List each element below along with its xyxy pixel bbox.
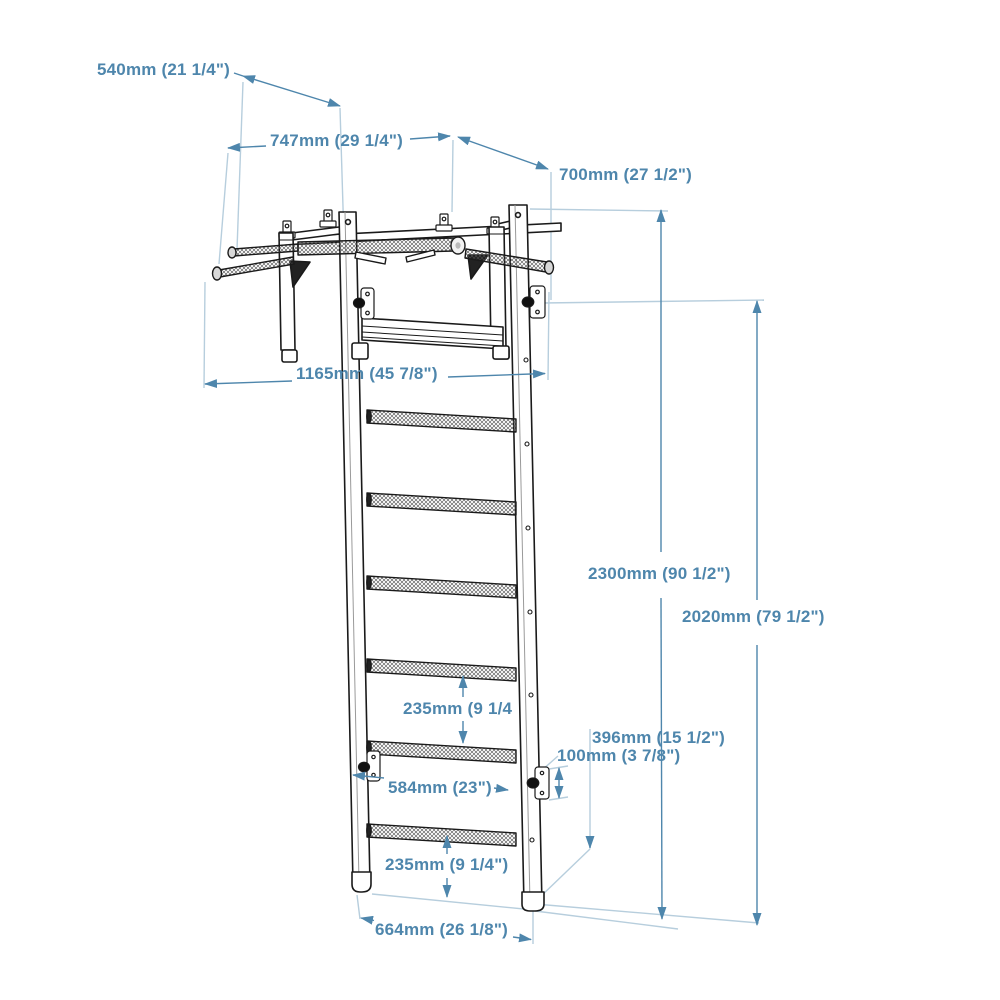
dim-label-664mm: 664mm (26 1/8") xyxy=(375,920,508,939)
floor-extension-line-2 xyxy=(534,910,679,930)
extension-lines xyxy=(203,81,765,944)
unit-crossbar xyxy=(351,317,510,360)
dim-label-747mm: 747mm (29 1/4") xyxy=(270,131,403,150)
rung xyxy=(366,658,517,682)
front-post-left-foot xyxy=(281,349,298,363)
dim-label-1165mm: 1165mm (45 7/8") xyxy=(296,364,438,383)
dim-540-line xyxy=(242,75,341,107)
dim-label-2300mm: 2300mm (90 1/2") xyxy=(588,564,731,583)
handle-cap xyxy=(543,260,555,275)
dim-540-leader xyxy=(233,72,244,77)
left-foot xyxy=(351,871,372,893)
ext-540-left xyxy=(236,81,244,251)
pull-up-bar xyxy=(211,236,555,281)
rungs xyxy=(366,409,517,847)
wall-bracket-lower-left xyxy=(357,750,381,782)
dim-584-right xyxy=(493,783,509,793)
dim-584-left xyxy=(352,771,385,781)
dim-664-right xyxy=(512,933,532,943)
handle-cap xyxy=(227,246,237,259)
rung xyxy=(366,492,517,516)
wall-bracket-lower-right xyxy=(526,766,550,800)
dim-label-584mm: 584mm (23") xyxy=(388,778,492,797)
rung xyxy=(366,823,517,847)
dim-700-line xyxy=(457,136,549,170)
floor-extension-line xyxy=(534,903,760,924)
ext-747-left xyxy=(218,152,229,265)
dim-label-100mm: 100mm (3 7/8") xyxy=(557,746,681,765)
center-grip-left xyxy=(354,251,387,265)
handle-cap xyxy=(211,266,223,281)
rung xyxy=(366,740,517,764)
dim-664-left xyxy=(360,915,375,925)
dim-label-235mm-upper: 235mm (9 1/4 xyxy=(403,699,513,718)
floor-line-front xyxy=(371,893,535,911)
brace-left xyxy=(289,260,311,288)
dim-747-left xyxy=(227,142,267,152)
ext-664-left xyxy=(356,894,361,920)
dim-2300-lower xyxy=(657,597,667,920)
rung xyxy=(366,409,517,433)
wall-bracket-upper-left xyxy=(352,287,375,320)
dimension-lines xyxy=(204,72,762,943)
ext-747-right xyxy=(451,139,454,213)
ext-2300-top xyxy=(529,208,669,212)
left-stile xyxy=(338,211,372,893)
ext-396-diagonal xyxy=(537,848,591,900)
dim-747-right xyxy=(409,132,451,142)
ext-2020-top xyxy=(542,299,765,304)
ext-1165-right xyxy=(547,291,550,381)
dim-label-396mm: 396mm (15 1/2") xyxy=(592,728,725,747)
stall-bars-artwork xyxy=(211,204,562,912)
right-foot xyxy=(521,891,545,912)
dim-1165-right xyxy=(447,369,546,379)
rung xyxy=(366,575,517,599)
ext-1165-left xyxy=(203,281,206,389)
right-stile xyxy=(508,204,545,912)
dim-label-2020mm: 2020mm (79 1/2") xyxy=(682,607,825,626)
center-grip-right xyxy=(405,249,436,263)
dim-label-235mm-lower: 235mm (9 1/4") xyxy=(385,855,509,874)
dim-label-540mm: 540mm (21 1/4") xyxy=(97,60,230,79)
dim-label-700mm: 700mm (27 1/2") xyxy=(559,165,692,184)
dim-1165-left xyxy=(204,379,293,389)
wall-bracket-upper-right xyxy=(521,285,546,319)
